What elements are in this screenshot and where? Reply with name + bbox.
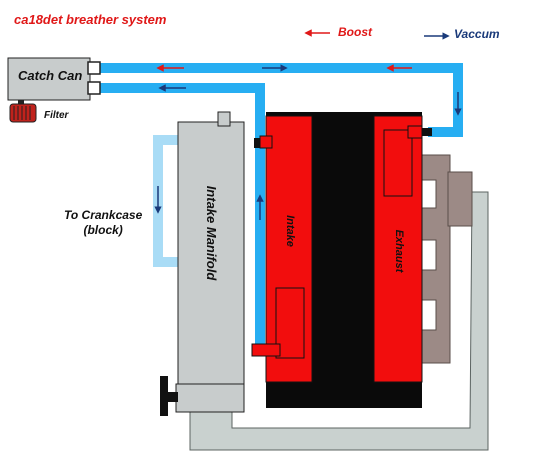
intake-cam-cover bbox=[265, 115, 313, 383]
legend-boost-label: Boost bbox=[338, 25, 372, 39]
hose-fittings bbox=[251, 125, 432, 357]
intake-manifold-label: Intake Manifold bbox=[204, 185, 219, 281]
diagram-title: ca18det breather system bbox=[14, 12, 167, 27]
exhaust-manifold bbox=[419, 154, 473, 364]
intake-label: Intake bbox=[284, 215, 296, 247]
legend-vacuum-label: Vaccum bbox=[454, 27, 500, 41]
catch-can bbox=[7, 57, 101, 104]
crankcase-label-line2: (block) bbox=[83, 223, 123, 237]
crankcase-hose bbox=[153, 135, 178, 267]
exhaust-cam-cover bbox=[373, 115, 423, 383]
filter-label: Filter bbox=[44, 110, 69, 121]
crankcase-label: To Crankcase (block) bbox=[64, 208, 142, 238]
catch-can-label: Catch Can bbox=[18, 68, 83, 83]
vacuum-flow-arrows bbox=[154, 64, 462, 220]
crankcase-label-line1: To Crankcase bbox=[64, 208, 143, 222]
intake-manifold bbox=[160, 111, 245, 416]
filter-element bbox=[9, 103, 37, 123]
exhaust-label: Exhaust bbox=[393, 229, 405, 273]
